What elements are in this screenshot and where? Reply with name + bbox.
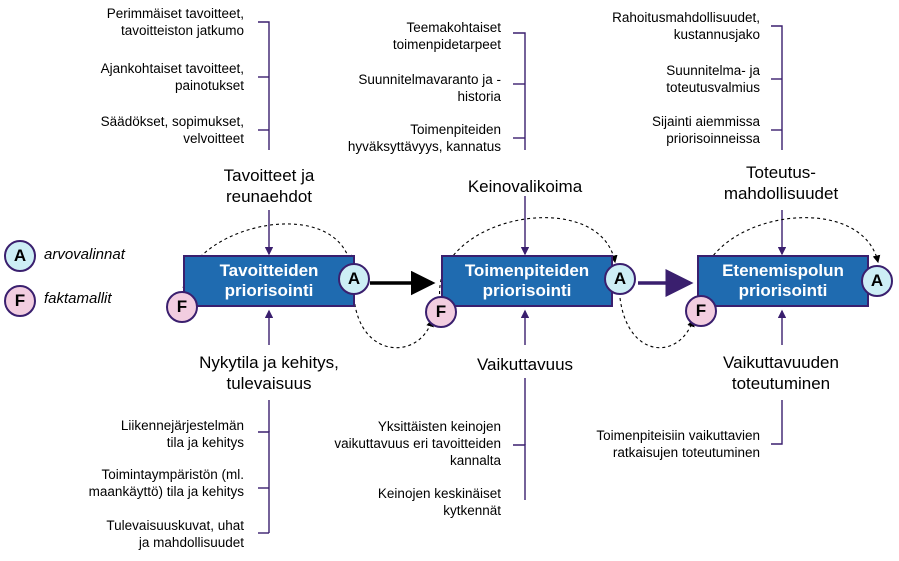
legend-f-badge: F (4, 285, 36, 317)
stage2-bottom-heading: Vaikuttavuus (476, 355, 574, 374)
stage3-a-badge: A (861, 265, 893, 297)
stage1-top-item-2: Ajankohtaiset tavoitteet,painotukset (100, 61, 244, 93)
legend-a-badge: A (4, 240, 36, 272)
stage1-bottom-heading: Nykytila ja kehitys,tulevaisuus (199, 353, 339, 394)
stage1-top-item-1: Perimmäiset tavoitteet,tavoitteiston jat… (106, 6, 244, 38)
stage3-top-item-1: Rahoitusmahdollisuudet,kustannusjako (612, 10, 760, 42)
stage3-top-heading: Toteutus-mahdollisuudet (723, 163, 839, 204)
stage2-top-heading: Keinovalikoima (467, 177, 583, 196)
legend-a-label: arvovalinnat (44, 246, 125, 263)
stage1-top-item-3: Säädökset, sopimukset,velvoitteet (100, 114, 244, 146)
stage2-top-item-2: Suunnitelmavaranto ja -historia (358, 72, 501, 104)
stage1-a-badge: A (338, 263, 370, 295)
stage1-f-badge: F (166, 291, 198, 323)
stage2-f-badge: F (425, 296, 457, 328)
stage1-bottom-item-2: Toimintaympäristön (ml.maankäyttö) tila … (88, 467, 244, 499)
stage2-a-badge: A (604, 263, 636, 295)
stage3-f-badge: F (685, 295, 717, 327)
legend-f-label: faktamallit (44, 290, 112, 307)
